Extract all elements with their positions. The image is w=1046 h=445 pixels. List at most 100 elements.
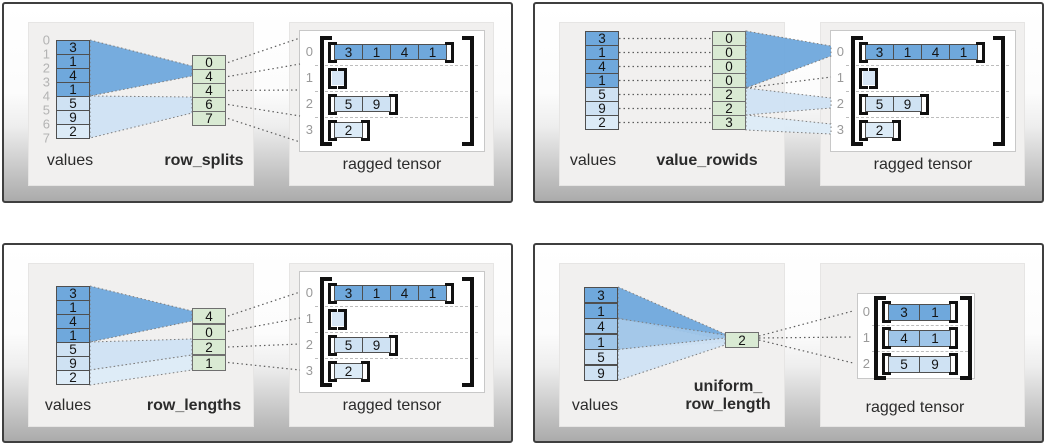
tensor-cell: 9: [362, 96, 391, 112]
values-index-label: 0: [42, 32, 50, 48]
outer-bracket-right-icon: [960, 296, 972, 380]
values-cell: 1: [584, 302, 618, 319]
values-cell: 5: [584, 349, 618, 365]
tensor-row-label: 3: [836, 122, 844, 137]
param-cell: 3: [712, 115, 746, 130]
row-separator: [872, 351, 968, 352]
empty-row-fill: [332, 71, 346, 85]
values-label: values: [44, 397, 92, 414]
tensor-cell: 3: [888, 303, 920, 321]
values-cell: 5: [56, 96, 90, 111]
row-bracket-left-icon: [859, 41, 868, 63]
tensor-cell: 2: [865, 122, 894, 138]
param-cell: 2: [192, 339, 226, 355]
values-label: values: [569, 152, 617, 169]
row-bracket-left-icon: [859, 119, 868, 141]
outer-bracket-left-icon: [851, 36, 863, 146]
values-index-label: 5: [42, 102, 50, 118]
tensor-cell: 5: [334, 337, 363, 353]
row-bracket-left-icon: [859, 93, 868, 115]
row-bracket-right-icon: [976, 41, 985, 63]
values-index-label: 1: [42, 46, 50, 62]
values-cell: 5: [585, 87, 619, 102]
tensor-row-label: 2: [305, 337, 313, 352]
param-cell: 0: [712, 73, 746, 88]
tensor-row-label: 0: [836, 44, 844, 59]
param-cell: 0: [712, 31, 746, 46]
row-bracket-right-icon: [389, 334, 398, 356]
values-cell: 1: [584, 333, 618, 350]
values-cell: 4: [584, 318, 618, 334]
row-bracket-right-icon: [389, 93, 398, 115]
tensor-cell: 3: [334, 44, 363, 60]
values-cell: 1: [56, 54, 90, 69]
values-cell: 1: [56, 82, 90, 97]
param-cell: 0: [192, 323, 226, 340]
values-cell: 4: [56, 314, 90, 329]
row-bracket-left-icon: [328, 119, 337, 141]
outer-bracket-left-icon: [874, 296, 886, 380]
param-label: value_rowids: [656, 152, 758, 169]
values-cell: 9: [584, 364, 618, 381]
param-cell: 0: [712, 45, 746, 60]
tensor-cell: 1: [418, 44, 447, 60]
row-bracket-right-icon: [361, 360, 370, 382]
param-cell: 4: [192, 83, 226, 98]
values-index-label: 4: [42, 88, 50, 104]
tensor-row-label: 0: [862, 304, 870, 319]
tensor-cell: 2: [334, 363, 363, 379]
param-cell: 4: [192, 69, 226, 84]
tensor-cell: 2: [334, 122, 363, 138]
row-bracket-right-icon: [445, 41, 454, 63]
row-bracket-right-icon: [920, 93, 929, 115]
param-cell: 6: [192, 97, 226, 112]
values-label: values: [46, 152, 94, 169]
values-cell: 9: [56, 110, 90, 125]
values-cell: 3: [56, 40, 90, 55]
tensor-row-label: 1: [305, 311, 313, 326]
values-cell: 2: [56, 370, 90, 385]
row-separator: [315, 117, 478, 118]
row-separator: [846, 91, 1009, 92]
values-index-label: 7: [42, 130, 50, 146]
tensor-cell: 4: [390, 44, 419, 60]
row-separator: [315, 65, 478, 66]
tensor-cell: 1: [362, 285, 391, 301]
row-bracket-left-icon: [328, 93, 337, 115]
tensor-cell: 1: [362, 44, 391, 60]
row-separator: [872, 325, 968, 326]
tensor-cell: 9: [362, 337, 391, 353]
tensor-cell: 1: [919, 303, 951, 321]
ragged-tensor-label: ragged tensor: [865, 399, 965, 416]
row-bracket-right-icon: [949, 327, 958, 349]
row-bracket-right-icon: [338, 308, 347, 330]
tensor-cell: 3: [865, 44, 894, 60]
row-bracket-left-icon: [859, 67, 868, 89]
values-cell: 3: [585, 31, 619, 46]
tensor-cell: 1: [418, 285, 447, 301]
tensor-cell: 3: [334, 285, 363, 301]
values-index-label: 3: [42, 74, 50, 90]
values-cell: 1: [56, 328, 90, 343]
tensor-row-label: 0: [305, 44, 313, 59]
row-bracket-left-icon: [328, 360, 337, 382]
row-bracket-right-icon: [869, 67, 878, 89]
tensor-cell: 9: [919, 355, 951, 373]
param-cell: 1: [192, 354, 226, 371]
tensor-cell: 1: [919, 329, 951, 347]
param-cell: 0: [192, 55, 226, 70]
values-cell: 4: [56, 68, 90, 83]
outer-bracket-right-icon: [993, 36, 1005, 146]
values-index-label: 6: [42, 116, 50, 132]
row-bracket-right-icon: [338, 67, 347, 89]
values-cell: 2: [585, 115, 619, 130]
row-bracket-left-icon: [882, 301, 891, 323]
tensor-cell: 4: [888, 329, 920, 347]
param-label: row_length: [685, 396, 771, 413]
param-label: uniform_: [693, 378, 763, 395]
